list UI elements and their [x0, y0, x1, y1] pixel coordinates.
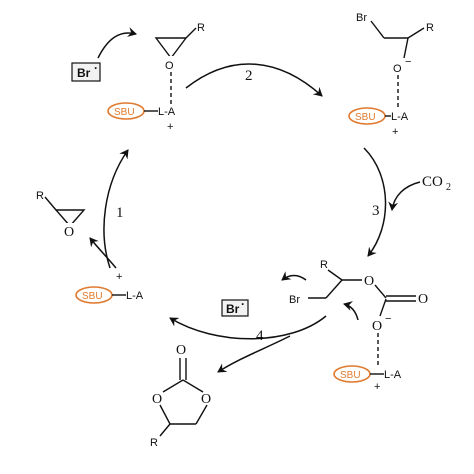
free-catalyst: SBU L-A +	[75, 271, 144, 304]
step-4-arrow	[169, 315, 327, 340]
co2-label: CO	[422, 174, 443, 190]
bromide-charge: ·	[94, 61, 98, 75]
carbonate-ether-oxygen: O	[364, 274, 374, 289]
free-epoxide-r: R	[36, 190, 44, 202]
positive-charge: +	[374, 381, 380, 393]
product-carbonyl-oxygen: O	[176, 343, 186, 358]
step-4-label: 4	[256, 328, 264, 344]
step-2-arrow	[185, 63, 323, 97]
product-ring-oxygen-left: O	[152, 392, 162, 407]
bromide-leaving-arrow	[281, 271, 307, 281]
bromide-anion-top: Br ·	[71, 61, 101, 82]
sbu-label: SBU	[114, 107, 135, 118]
step-3-arrow	[363, 147, 387, 257]
linker-acid-label: L-A	[384, 369, 402, 381]
positive-charge: +	[116, 271, 122, 283]
step-2-label: 2	[245, 68, 253, 84]
alkoxide-intermediate: Br R O − SBU L-A +	[348, 12, 434, 138]
free-epoxide-oxygen: O	[64, 225, 74, 240]
step-3-label: 3	[372, 203, 380, 219]
sbu-label: SBU	[82, 291, 103, 302]
product-release-arrow	[217, 335, 291, 373]
ring-closure-arrow	[343, 301, 359, 321]
co2-insertion-arrow	[388, 181, 421, 211]
step-1-label: 1	[116, 205, 124, 221]
alkoxide-r: R	[426, 22, 434, 34]
sbu-label: SBU	[355, 112, 376, 123]
linker-acid-label: L-A	[126, 290, 144, 302]
sbu-label: SBU	[340, 370, 361, 381]
carbonate-intermediate: R Br O O O − SBU L-A +	[289, 259, 428, 393]
epoxide-oxygen: O	[165, 60, 174, 72]
free-epoxide: R O	[36, 190, 86, 240]
positive-charge: +	[167, 121, 173, 133]
alkoxide-oxygen: O	[393, 63, 402, 75]
carbonate-charge: −	[385, 313, 391, 325]
carbonate-br: Br	[289, 294, 300, 306]
step-1-arrow	[103, 149, 129, 269]
epoxide-approach-arrow	[89, 237, 117, 269]
bromide-charge: ·	[241, 297, 245, 311]
carbonate-anionic-oxygen: O	[372, 319, 382, 334]
co2-subscript: 2	[446, 182, 451, 193]
product-r: R	[150, 437, 158, 449]
nucleophile-attack-arrow	[97, 27, 137, 59]
carbonate-r: R	[320, 259, 328, 271]
alkoxide-br: Br	[356, 12, 367, 24]
bromide-label: Br	[226, 302, 240, 316]
linker-acid-label: L-A	[158, 106, 176, 118]
cyclic-carbonate-product: O O O R	[150, 343, 211, 449]
alkoxide-charge: −	[405, 56, 411, 68]
carbonyl-oxygen: O	[418, 292, 428, 307]
bromide-label: Br	[77, 66, 91, 80]
positive-charge: +	[392, 126, 398, 138]
linker-acid-label: L-A	[391, 111, 409, 123]
product-ring-oxygen-right: O	[201, 392, 211, 407]
bromide-anion-bottom: Br ·	[221, 297, 249, 317]
epoxide-complex: R O SBU L-A +	[107, 22, 205, 133]
epoxide-r-group: R	[197, 22, 205, 34]
